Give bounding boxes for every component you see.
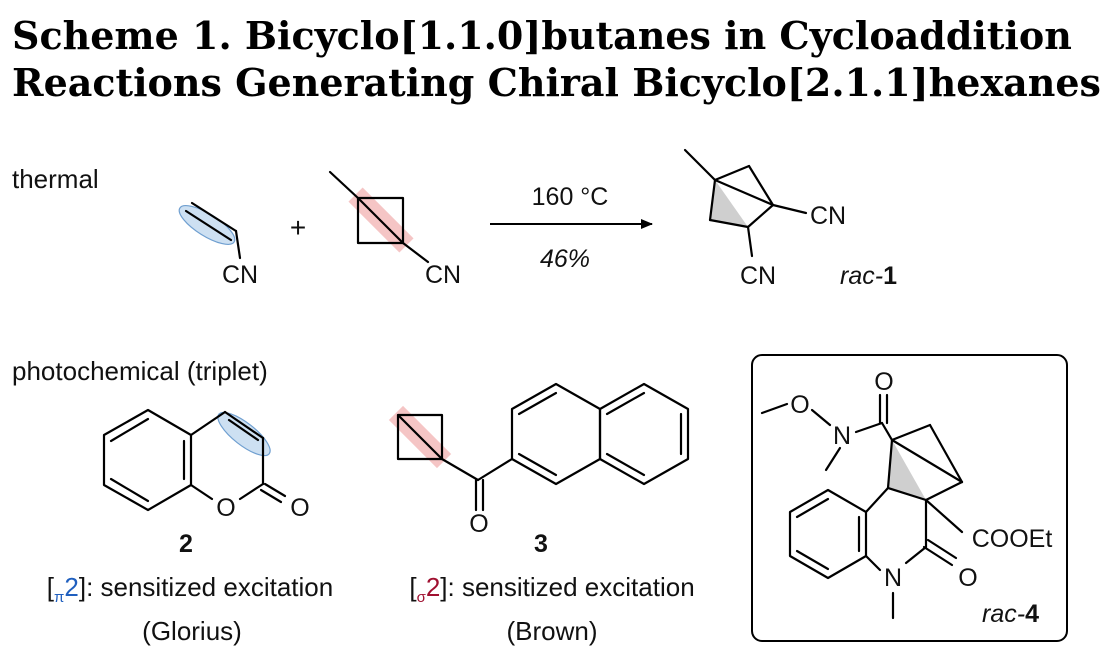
compound-4-lactam-o: O bbox=[958, 564, 977, 592]
compound-3-carbonyl-o: O bbox=[469, 510, 488, 538]
condition-yield: 46% bbox=[540, 245, 590, 273]
compound-2-structure: O O bbox=[102, 408, 310, 522]
compound-3-mode-num: 2 bbox=[426, 572, 440, 602]
photochemical-label: photochemical (triplet) bbox=[12, 356, 268, 386]
compound-4-amide-o: O bbox=[874, 368, 893, 396]
product-1-cn-bottom: CN bbox=[740, 262, 776, 290]
scheme-title-line1: Scheme 1. Bicyclo[1.1.0]butanes in Cyclo… bbox=[12, 13, 1072, 58]
product-1-structure: CN CN bbox=[683, 148, 846, 290]
product-1-cn-right: CN bbox=[810, 202, 846, 230]
compound-3-mode-open: [ bbox=[409, 572, 417, 602]
compound-3-number: 3 bbox=[534, 530, 548, 558]
thermal-label: thermal bbox=[12, 164, 99, 194]
compound-2-mode-close: ]: sensitized excitation bbox=[79, 572, 333, 602]
plus-sign: + bbox=[290, 212, 306, 243]
compound-2-number: 2 bbox=[179, 530, 193, 558]
bcb-structure: CN bbox=[328, 170, 461, 289]
compound-4-ester: COOEt bbox=[972, 525, 1053, 553]
compound-2-author: (Glorius) bbox=[142, 616, 242, 646]
bcb-cn: CN bbox=[425, 261, 461, 289]
scheme-title-line2: Reactions Generating Chiral Bicyclo[2.1.… bbox=[12, 60, 1101, 105]
compound-4-label-number: 4 bbox=[1025, 600, 1039, 628]
compound-3-author: (Brown) bbox=[506, 616, 597, 646]
product-1-label-prefix: rac- bbox=[840, 262, 883, 290]
compound-3-mode-sub: σ bbox=[417, 589, 427, 606]
compound-2-carbonyl-o: O bbox=[290, 494, 309, 522]
scheme-title: Scheme 1. Bicyclo[1.1.0]butanes in Cyclo… bbox=[12, 12, 1101, 106]
compound-4-amide-n: N bbox=[833, 422, 851, 450]
compound-2-ring-o: O bbox=[216, 494, 235, 522]
pi-bond-highlight-2 bbox=[217, 411, 271, 457]
compound-4-label-prefix: rac- bbox=[982, 600, 1025, 628]
condition-temperature: 160 °C bbox=[532, 183, 609, 211]
compound-3-mode: [σ2]: sensitized excitation bbox=[409, 572, 694, 606]
compound-2-mode-sub: π bbox=[54, 589, 64, 606]
compound-4-label: rac-4 bbox=[982, 600, 1039, 628]
compound-4-structure: O N O COOEt O N bbox=[760, 368, 1053, 620]
compound-2-mode-open: [ bbox=[47, 572, 55, 602]
compound-3-mode-close: ]: sensitized excitation bbox=[440, 572, 694, 602]
compound-4-lactam-n: N bbox=[884, 564, 902, 592]
product-1-label: rac-1 bbox=[840, 262, 897, 290]
compound-2-mode-num: 2 bbox=[64, 572, 78, 602]
compound-4-box bbox=[751, 354, 1068, 642]
compound-3-structure: O bbox=[388, 382, 690, 538]
compound-4-methoxy-o: O bbox=[790, 391, 809, 419]
acrylonitrile-cn: CN bbox=[222, 261, 258, 289]
product-1-label-number: 1 bbox=[883, 262, 897, 290]
acrylonitrile-structure: CN bbox=[178, 201, 258, 289]
reaction-scheme: thermal CN + CN 160 °C 46% CN CN rac-1 bbox=[12, 148, 1068, 646]
compound-2-mode: [π2]: sensitized excitation bbox=[47, 572, 333, 606]
